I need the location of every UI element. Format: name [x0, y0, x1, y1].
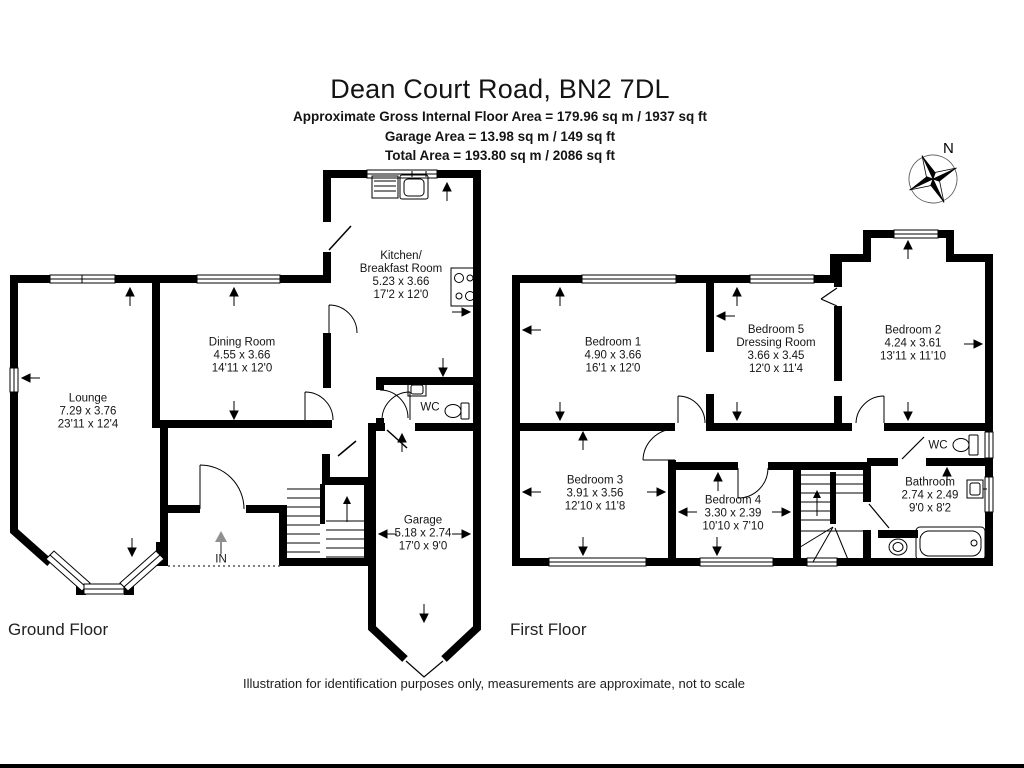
room-metric: 2.74 x 2.49: [901, 489, 959, 502]
room-name: Kitchen/: [380, 250, 422, 262]
screenshot-bottom-edge: [0, 764, 1024, 768]
room-label-wc-ground: WC: [420, 402, 439, 415]
room-label-kitchen: Kitchen/ Breakfast Room 5.23 x 3.66 17'2…: [360, 250, 442, 302]
bathtub-icon: [915, 526, 986, 561]
room-label-bedroom3: Bedroom 3 3.91 x 3.56 12'10 x 11'8: [565, 475, 625, 514]
room-metric: 5.23 x 3.66: [372, 276, 430, 288]
entrance-text: IN: [215, 553, 227, 566]
room-name-2: Dressing Room: [736, 337, 816, 349]
room-label-bedroom4: Bedroom 4 3.30 x 2.39 10'10 x 7'10: [702, 495, 763, 534]
bathroom-toilet-icon: [888, 538, 908, 556]
room-metric: 4.90 x 3.66: [584, 349, 642, 362]
room-label-lounge: Lounge 7.29 x 3.76 23'11 x 12'4: [58, 393, 118, 432]
room-imperial: 17'2 x 12'0: [373, 289, 429, 301]
room-label-bedroom2: Bedroom 2 4.24 x 3.61 13'11 x 11'10: [880, 325, 946, 364]
room-metric: 3.66 x 3.45: [747, 350, 805, 362]
room-imperial: 23'11 x 12'4: [57, 418, 119, 431]
room-imperial: 14'11 x 12'0: [211, 362, 273, 375]
room-imperial: 9'0 x 8'2: [908, 502, 952, 515]
room-name: Bedroom 2: [884, 324, 942, 337]
first-stairs: [796, 472, 867, 563]
room-name: Bedroom 3: [566, 474, 624, 487]
room-name: Garage: [403, 514, 443, 527]
room-metric: 3.91 x 3.56: [566, 487, 624, 500]
garage-area-line: Garage Area = 13.98 sq m / 149 sq ft: [384, 129, 616, 144]
floor-area-line: Approximate Gross Internal Floor Area = …: [292, 109, 708, 124]
first-floor-label: First Floor: [510, 620, 587, 639]
room-metric: 4.55 x 3.66: [213, 349, 271, 362]
kitchen-sink-icon: [371, 171, 429, 200]
room-label-bedroom1: Bedroom 1 4.90 x 3.66 16'1 x 12'0: [585, 337, 642, 376]
ground-walls: [10, 170, 481, 662]
room-metric: 7.29 x 3.76: [59, 405, 117, 418]
room-metric: 4.24 x 3.61: [884, 337, 942, 350]
first-windows: [548, 229, 994, 567]
room-imperial: 16'1 x 12'0: [585, 362, 641, 375]
first-dimension-arrows: [521, 239, 984, 557]
room-name: Bedroom 4: [704, 494, 762, 507]
room-imperial: 10'10 x 7'10: [702, 520, 764, 533]
room-imperial: 13'11 x 11'10: [880, 350, 946, 363]
room-name: Bedroom 5: [747, 324, 805, 336]
room-name: Bathroom: [905, 476, 955, 489]
ground-windows: [9, 169, 438, 393]
room-metric: 3.30 x 2.39: [704, 507, 762, 520]
room-name: Bedroom 1: [584, 336, 642, 349]
room-metric: 5.18 x 2.74: [394, 527, 452, 540]
ground-doors: [199, 225, 411, 510]
room-label-bathroom: Bathroom 2.74 x 2.49 9'0 x 8'2: [902, 477, 959, 516]
hob-icon: [450, 267, 478, 307]
room-imperial: 12'10 x 11'8: [564, 500, 626, 513]
first-floor-plan: [512, 229, 994, 567]
room-name: WC: [420, 401, 440, 414]
wc-toilet-icon: [444, 402, 470, 420]
room-label-garage: Garage 5.18 x 2.74 17'0 x 9'0: [395, 515, 452, 554]
room-name: Lounge: [68, 392, 108, 405]
ground-floor-plan: [9, 169, 481, 678]
room-name: WC: [928, 439, 948, 452]
first-wc-toilet-icon: [952, 434, 979, 456]
room-label-wc-first: WC: [928, 440, 947, 453]
compass-north-label: N: [943, 140, 954, 157]
ground-dimension-arrows: [20, 181, 472, 624]
bathroom-sink-icon: [966, 479, 987, 499]
room-name: Dining Room: [208, 336, 276, 349]
bay-window: [45, 542, 168, 595]
page-title: Dean Court Road, BN2 7DL: [330, 74, 670, 104]
room-imperial: 12'0 x 11'4: [748, 363, 804, 375]
garage-door-icon: [405, 660, 444, 678]
ground-stairs: [287, 484, 364, 562]
entrance-label: IN: [215, 554, 227, 567]
room-label-dining-room: Dining Room 4.55 x 3.66 14'11 x 12'0: [209, 337, 275, 376]
total-area-line: Total Area = 193.80 sq m / 2086 sq ft: [385, 148, 615, 163]
disclaimer-text: Illustration for identification purposes…: [243, 676, 745, 691]
entrance-arrow-icon: [215, 531, 227, 554]
room-name-2: Breakfast Room: [359, 263, 443, 275]
wc-sink-icon: [407, 382, 427, 397]
first-walls: [512, 230, 993, 566]
ground-floor-label: Ground Floor: [8, 620, 109, 639]
room-imperial: 17'0 x 9'0: [398, 540, 448, 553]
compass-icon: N: [908, 140, 958, 204]
first-doors: [642, 287, 925, 529]
room-label-bedroom5: Bedroom 5 Dressing Room 3.66 x 3.45 12'0…: [736, 324, 815, 376]
